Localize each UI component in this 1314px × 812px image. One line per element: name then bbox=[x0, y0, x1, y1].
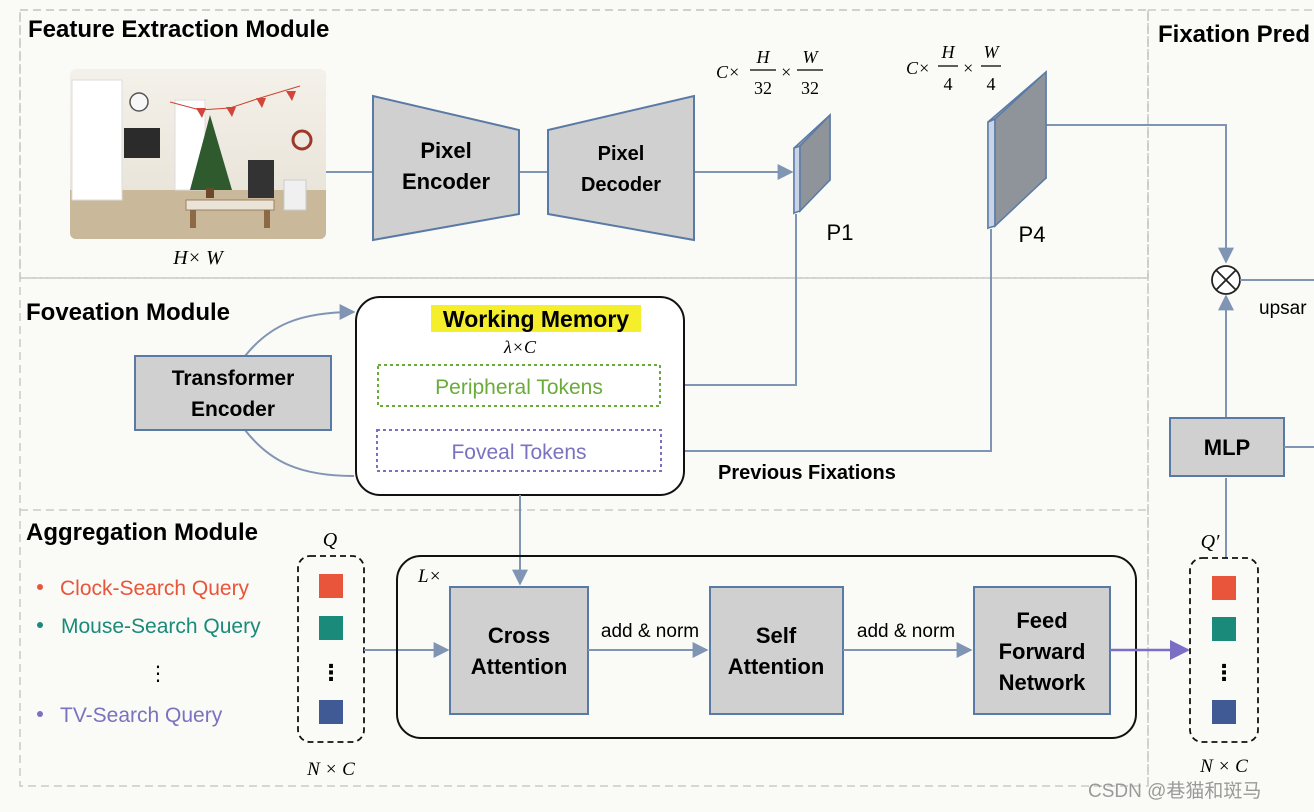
feature-to-memory-connectors bbox=[660, 214, 992, 459]
pixel-encoder-block bbox=[372, 94, 520, 242]
transformer-encoder-label-1: Transformer bbox=[172, 367, 295, 390]
transformer-encoder-block bbox=[134, 355, 332, 431]
pixel-encoder-label-1: Pixel bbox=[420, 138, 471, 163]
working-memory-highlight bbox=[431, 305, 641, 332]
ffn-label-3: Network bbox=[999, 670, 1087, 695]
cross-attention-label-1: Cross bbox=[488, 623, 550, 648]
q-token-ellipsis: ⋮ bbox=[320, 660, 342, 685]
cross-attention-block bbox=[449, 586, 589, 715]
p4-dim-den: 4 bbox=[944, 74, 953, 94]
q-prime-label: Q′ bbox=[1201, 531, 1220, 553]
query-clock: Clock-Search Query bbox=[60, 577, 250, 600]
working-memory-title: Working Memory bbox=[443, 306, 629, 332]
p4-dim-den2: 4 bbox=[987, 74, 996, 94]
pixel-decoder-block bbox=[547, 94, 695, 242]
add-norm-1: add & norm bbox=[601, 621, 699, 642]
q-prime-ellipsis: ⋮ bbox=[1213, 660, 1235, 685]
fixation-module-title: Fixation Pred bbox=[1158, 21, 1310, 48]
p1-dim-num: H bbox=[756, 47, 771, 67]
p4-dim-num2: W bbox=[984, 42, 1001, 62]
p4-label: P4 bbox=[1019, 222, 1046, 247]
layers-label: L× bbox=[417, 566, 441, 587]
pixel-decoder-label-2: Decoder bbox=[581, 174, 661, 196]
upsample-label: upsar bbox=[1259, 298, 1307, 319]
transformer-loop bbox=[244, 304, 356, 477]
p1-dim-num2: W bbox=[803, 47, 820, 67]
feature-module-title: Feature Extraction Module bbox=[28, 16, 329, 43]
q-prime-token-clock bbox=[1212, 576, 1236, 600]
pixel-decoder-label-1: Pixel bbox=[598, 143, 645, 165]
self-attention-label-1: Self bbox=[756, 623, 797, 648]
ffn-block bbox=[973, 586, 1111, 715]
p1-dim-times: × bbox=[780, 62, 792, 82]
p1-dim-den2: 32 bbox=[801, 78, 819, 98]
foveation-module-title: Foveation Module bbox=[26, 299, 230, 326]
query-bullet-clock bbox=[37, 584, 43, 590]
p4-dim-times: × bbox=[962, 58, 974, 78]
p4-dim-c: C× bbox=[906, 58, 930, 78]
transformer-encoder-label-2: Encoder bbox=[191, 398, 275, 421]
self-attention-block bbox=[709, 586, 844, 715]
cross-attention-label-2: Attention bbox=[471, 654, 568, 679]
decoder-layer-block bbox=[396, 555, 1137, 739]
add-norm-2: add & norm bbox=[857, 621, 955, 642]
q-token-clock bbox=[319, 574, 343, 598]
q-dim-label: N × C bbox=[306, 759, 355, 780]
pixel-encoder-label-2: Encoder bbox=[402, 169, 490, 194]
query-list: Clock-Search Query Mouse-Search Query ⋮ … bbox=[37, 577, 261, 727]
p4-dim-num: H bbox=[941, 42, 956, 62]
q-token-mouse bbox=[319, 616, 343, 640]
q-prime-token-tv bbox=[1212, 700, 1236, 724]
query-bullet-tv bbox=[37, 711, 43, 717]
peripheral-tokens-label: Peripheral Tokens bbox=[435, 376, 603, 399]
query-bullet-mouse bbox=[37, 622, 43, 628]
mlp-label: MLP bbox=[1204, 435, 1250, 460]
q-prime-dim-label: N × C bbox=[1199, 756, 1248, 777]
outer-border bbox=[19, 9, 1149, 787]
mlp-block bbox=[1169, 417, 1285, 477]
ffn-label-1: Feed bbox=[1016, 608, 1067, 633]
peripheral-tokens-box bbox=[377, 364, 661, 407]
previous-fixations-label: Previous Fixations bbox=[718, 462, 896, 484]
q-prime-token-mouse bbox=[1212, 617, 1236, 641]
module-borders bbox=[19, 9, 1314, 787]
feature-connectors bbox=[326, 124, 1234, 264]
memory-dim-label: λ×C bbox=[503, 337, 537, 357]
query-mouse: Mouse-Search Query bbox=[61, 615, 261, 638]
q-prime-token-stack bbox=[1189, 557, 1259, 743]
aggregation-module-title: Aggregation Module bbox=[26, 519, 258, 546]
query-tv: TV-Search Query bbox=[60, 704, 223, 727]
p4-dim-formula: C× H 4 × W 4 bbox=[906, 42, 1001, 94]
p1-label: P1 bbox=[827, 220, 854, 245]
ffn-label-2: Forward bbox=[999, 639, 1086, 664]
foveal-tokens-label: Foveal Tokens bbox=[451, 441, 586, 464]
p4-feature-map bbox=[987, 70, 1047, 230]
p1-dim-c: C× bbox=[716, 62, 740, 82]
q-token-tv bbox=[319, 700, 343, 724]
self-attention-label-2: Attention bbox=[728, 654, 825, 679]
input-room-image bbox=[70, 69, 326, 239]
query-ellipsis: ⋮ bbox=[148, 663, 168, 685]
q-label: Q bbox=[323, 529, 338, 551]
multiply-node bbox=[1211, 265, 1241, 295]
p1-dim-formula: C× H 32 × W 32 bbox=[716, 47, 823, 98]
p1-dim-den: 32 bbox=[754, 78, 772, 98]
p1-feature-map bbox=[793, 113, 831, 215]
input-dim-label: H× W bbox=[172, 247, 225, 269]
watermark: CSDN @巷猫和斑马 bbox=[1088, 780, 1261, 802]
